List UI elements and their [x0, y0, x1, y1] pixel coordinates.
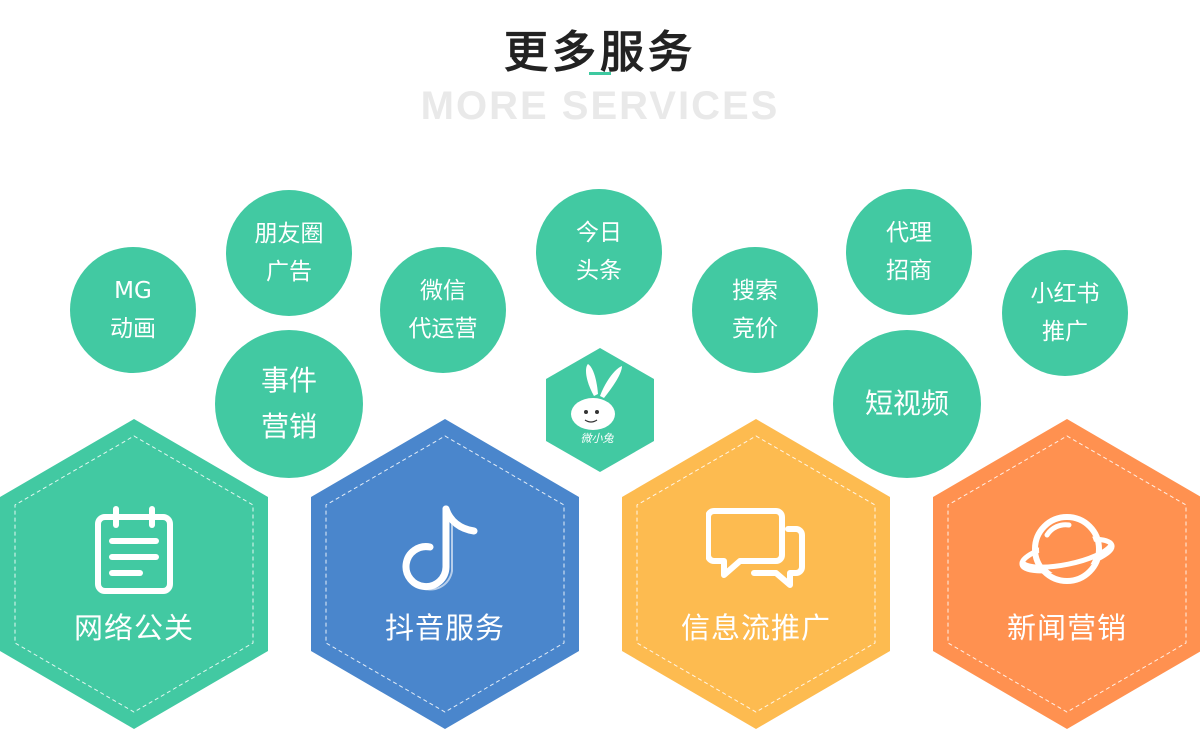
circle-line: 短视频 — [864, 387, 949, 420]
circle-line: 动画 — [110, 316, 156, 342]
service-hexagon-news-marketing[interactable]: 新闻营销 — [933, 419, 1200, 729]
douyin-note-icon — [385, 505, 505, 595]
circle-line: 微信 — [420, 278, 466, 304]
title-underline — [589, 72, 611, 75]
circle-line: MG — [114, 278, 152, 304]
circle-line: 事件 — [260, 364, 317, 397]
circle-line: 搜索 — [732, 278, 778, 304]
service-circle-toutiao[interactable]: 今日 头条 — [536, 189, 662, 315]
service-circle-search-bidding[interactable]: 搜索 竞价 — [692, 247, 818, 373]
circle-line: 推广 — [1042, 319, 1088, 345]
hexagon-label: 抖音服务 — [384, 611, 505, 645]
circle-line: 朋友圈 — [254, 221, 324, 247]
circle-line: 小红书 — [1030, 281, 1100, 307]
notepad-icon — [74, 505, 194, 595]
section-subtitle: MORE SERVICES — [420, 84, 780, 128]
hexagon-label: 新闻营销 — [1006, 611, 1127, 645]
planet-icon — [1007, 505, 1127, 595]
service-hexagon-douyin[interactable]: 抖音服务 — [311, 419, 579, 729]
service-circle-moments-ads[interactable]: 朋友圈 广告 — [226, 190, 352, 316]
circle-line: 竞价 — [732, 316, 778, 342]
service-circle-mg-animation[interactable]: MG 动画 — [70, 247, 196, 373]
circle-line: 广告 — [266, 259, 312, 285]
hexagon-label: 信息流推广 — [680, 611, 831, 645]
service-hexagon-feed-ads[interactable]: 信息流推广 — [622, 419, 890, 729]
service-hexagon-network-pr[interactable]: 网络公关 — [0, 419, 268, 729]
circle-line: 头条 — [576, 258, 622, 284]
service-circle-agency[interactable]: 代理 招商 — [846, 189, 972, 315]
circle-line: 招商 — [886, 258, 932, 284]
service-circle-xiaohongshu[interactable]: 小红书 推广 — [1002, 250, 1128, 376]
section-title: 更多服务 — [504, 27, 696, 78]
logo-text: 微小兔 — [581, 432, 615, 445]
circle-line: 代运营 — [408, 316, 478, 342]
circle-line: 代理 — [886, 220, 932, 246]
hexagon-label: 网络公关 — [73, 611, 194, 645]
service-circle-wechat-operation[interactable]: 微信 代运营 — [380, 247, 506, 373]
chat-bubbles-icon — [696, 505, 816, 595]
circle-line: 营销 — [260, 410, 317, 443]
circle-line: 今日 — [576, 220, 622, 246]
